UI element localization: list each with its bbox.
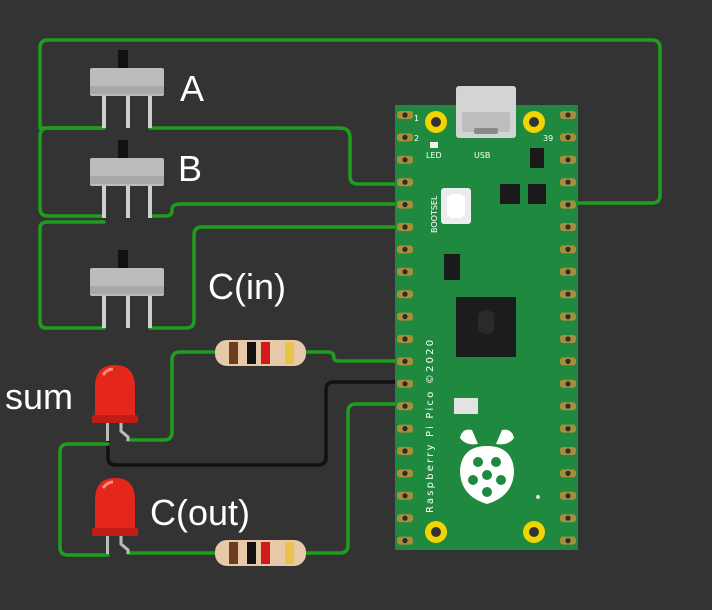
right-pin-hole (565, 358, 571, 364)
led-sum[interactable] (92, 365, 138, 441)
wire-a-to-pin39[interactable] (38, 38, 662, 205)
led-icon (95, 478, 135, 530)
right-pin-hole (565, 202, 571, 208)
left-pin-hole (402, 269, 408, 275)
wire-c-left[interactable] (38, 220, 106, 330)
left-pin-hole (402, 470, 408, 476)
wire-c-to-gp[interactable] (148, 225, 407, 330)
pin-1-label: 1 (414, 114, 419, 123)
pin-39-label: 39 (543, 134, 553, 143)
component (454, 398, 478, 414)
switch-a[interactable] (90, 50, 164, 128)
component (528, 184, 546, 204)
left-pin-hole (402, 314, 408, 320)
wire-sum-to-gp[interactable] (304, 350, 407, 363)
right-pin-hole (565, 157, 571, 163)
wire-a-to-gp[interactable] (148, 126, 407, 186)
led-cout[interactable] (92, 478, 138, 554)
left-pin-hole (402, 403, 408, 409)
right-pin-hole (565, 426, 571, 432)
onboard-led (430, 142, 438, 148)
label-led-cout: C(out) (150, 492, 250, 533)
left-pin-hole (402, 358, 408, 364)
right-pin-hole (565, 224, 571, 230)
right-pin-hole (565, 381, 571, 387)
left-pin-header (397, 111, 413, 545)
pin-2-label: 2 (414, 134, 419, 143)
right-pin-hole (565, 515, 571, 521)
right-pin-hole (565, 493, 571, 499)
left-pin-hole (402, 426, 408, 432)
switch-a-handle[interactable] (118, 50, 128, 68)
board-vertical-text: Raspberry Pi Pico ©2020 (425, 338, 436, 513)
left-pin-hole (402, 381, 408, 387)
left-pin-hole (402, 515, 408, 521)
right-pin-hole (565, 269, 571, 275)
resistor-cout[interactable] (215, 540, 306, 566)
right-pin-hole (565, 134, 571, 140)
right-pin-hole (565, 291, 571, 297)
right-pin-hole (565, 336, 571, 342)
left-pin-hole (402, 224, 408, 230)
wire-sum-resistor[interactable] (126, 350, 217, 442)
left-pin-hole (402, 179, 408, 185)
right-pin-hole (565, 470, 571, 476)
resistor-sum[interactable] (215, 340, 306, 366)
wires (38, 38, 662, 557)
switch-c[interactable] (90, 250, 164, 328)
wire-b-left[interactable] (38, 126, 106, 218)
usb-label: USB (474, 151, 490, 160)
bootsel-label: BOOTSEL (430, 195, 439, 233)
right-pin-hole (565, 112, 571, 118)
wire-ground[interactable] (106, 380, 407, 467)
left-pin-hole (402, 112, 408, 118)
left-pin-hole (402, 493, 408, 499)
right-pin-hole (565, 179, 571, 185)
label-switch-b: B (178, 148, 202, 189)
wire-b-to-gp[interactable] (148, 202, 407, 218)
left-pin-hole (402, 157, 408, 163)
right-pin-header (560, 111, 576, 545)
led-icon (95, 365, 135, 417)
switch-c-handle[interactable] (118, 250, 128, 268)
right-pin-hole (565, 314, 571, 320)
right-pin-hole (565, 403, 571, 409)
raspberry-logo-icon (460, 429, 514, 504)
label-switch-c: C(in) (208, 266, 286, 307)
component (500, 184, 520, 204)
led-label: LED (426, 151, 442, 160)
left-pin-hole (402, 134, 408, 140)
label-switch-a: A (180, 68, 204, 109)
left-pin-hole (402, 448, 408, 454)
switch-b[interactable] (90, 140, 164, 218)
left-pin-hole (402, 291, 408, 297)
wire-cout-to-gp[interactable] (304, 402, 407, 555)
right-pin-hole (565, 538, 571, 544)
left-pin-hole (402, 246, 408, 252)
component (444, 254, 460, 280)
left-pin-hole (402, 538, 408, 544)
left-pin-hole (402, 336, 408, 342)
right-pin-hole (565, 448, 571, 454)
right-pin-hole (565, 246, 571, 252)
wire-cout-ground[interactable] (58, 442, 110, 557)
label-led-sum: sum (5, 376, 73, 417)
raspberry-pi-pico[interactable]: 1 2 39 LED USB BOOTSEL Raspberry Pi Pico… (395, 86, 578, 550)
component (530, 148, 544, 168)
switch-b-handle[interactable] (118, 140, 128, 158)
left-pin-hole (402, 202, 408, 208)
